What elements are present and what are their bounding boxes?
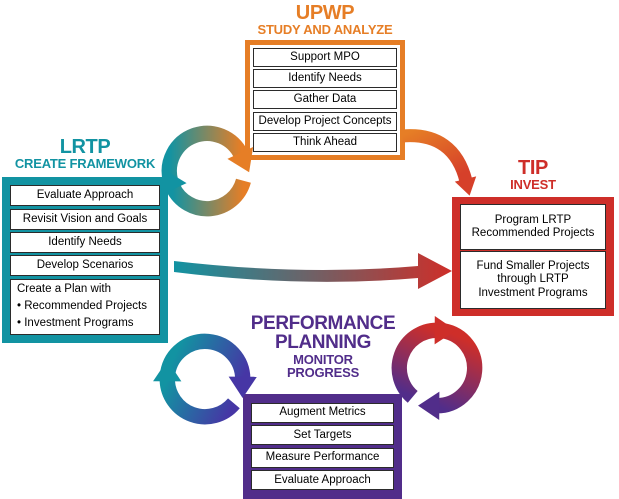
performance-title-line: PERFORMANCE [250, 313, 396, 334]
performance-item: Set Targets [251, 425, 394, 446]
bullet-glyph: • [17, 317, 22, 330]
upwp-title: UPWP [295, 2, 355, 24]
cycle-arrows-tip-performance-icon [391, 316, 483, 420]
upwp-item: Think Ahead [253, 132, 397, 152]
lrtp-title-block: LRTP CREATE FRAMEWORK [0, 137, 170, 171]
performance-item: Augment Metrics [251, 402, 394, 423]
upwp-item: Support MPO [253, 48, 397, 68]
lrtp-item: Evaluate Approach [10, 185, 160, 207]
tip-subtitle: INVEST [510, 177, 556, 193]
upwp-item: Gather Data [253, 90, 397, 110]
tip-item: Program LRTP Recommended Projects [460, 204, 606, 250]
performance-subtitle-line: MONITOR [293, 351, 353, 367]
performance-item: Evaluate Approach [251, 470, 394, 491]
cycle-arrows-lrtp-upwp-icon [160, 125, 254, 217]
lrtp-item: Identify Needs [10, 231, 160, 253]
lrtp-plan-heading: Create a Plan with [17, 282, 111, 295]
lrtp-item: Revisit Vision and Goals [10, 208, 160, 230]
arrow-lrtp-to-tip-icon [174, 253, 452, 289]
tip-item: Fund Smaller Projects through LRTP Inves… [460, 251, 606, 309]
arrow-upwp-to-tip-icon [401, 129, 477, 196]
lrtp-subtitle: CREATE FRAMEWORK [14, 156, 156, 172]
performance-title-block: PERFORMANCE PLANNING MONITOR PROGRESS [233, 313, 413, 380]
lrtp-plan-bullet-text: Recommended Projects [24, 300, 147, 313]
upwp-item: Identify Needs [253, 69, 397, 89]
bullet-glyph: • [17, 300, 22, 313]
tip-title-block: TIP INVEST [463, 158, 603, 192]
upwp-box: Support MPO Identify Needs Gather Data D… [245, 40, 405, 160]
lrtp-plan-bullet: • Recommended Projects [17, 298, 147, 315]
lrtp-plan-bullet: • Investment Programs [17, 315, 134, 332]
tip-box: Program LRTP Recommended Projects Fund S… [452, 197, 614, 316]
performance-box: Augment Metrics Set Targets Measure Perf… [243, 394, 402, 499]
upwp-subtitle: STUDY AND ANALYZE [257, 22, 393, 38]
upwp-item: Develop Project Concepts [253, 111, 397, 131]
performance-subtitle-line: PROGRESS [286, 365, 360, 380]
performance-title-line: PLANNING [274, 332, 372, 354]
lrtp-item: Develop Scenarios [10, 255, 160, 277]
lrtp-box: Evaluate Approach Revisit Vision and Goa… [2, 177, 168, 343]
lrtp-plan-item: Create a Plan with • Recommended Project… [10, 278, 160, 335]
lrtp-plan-bullet-text: Investment Programs [24, 317, 134, 330]
upwp-title-block: UPWP STUDY AND ANALYZE [225, 3, 425, 37]
lrtp-title: LRTP [59, 136, 111, 158]
cycle-arrows-performance-lrtp-icon [153, 333, 257, 425]
performance-item: Measure Performance [251, 447, 394, 468]
tip-title: TIP [518, 157, 548, 179]
